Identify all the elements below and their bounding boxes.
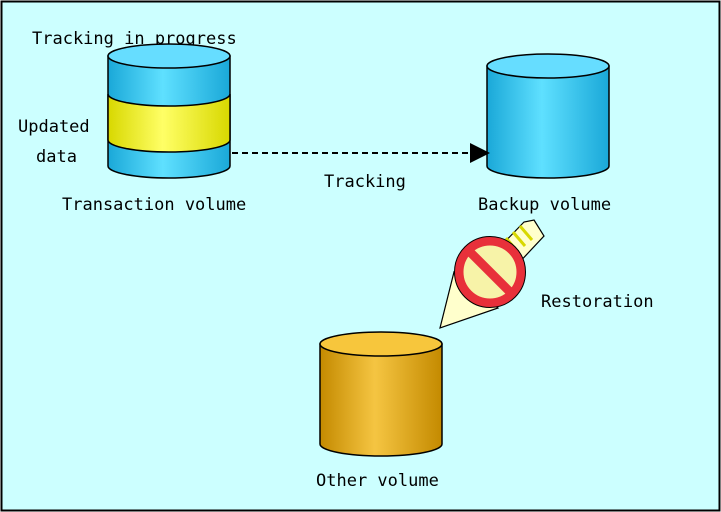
other-volume-cylinder (319, 331, 443, 457)
transaction-volume-label: Transaction volume (62, 195, 246, 215)
tracking-arrow (232, 143, 490, 163)
updated-data-label-line1: Updated (18, 117, 90, 137)
other-volume-label: Other volume (316, 471, 439, 491)
backup-volume-cylinder (486, 53, 610, 179)
backup-volume-label: Backup volume (478, 195, 611, 215)
restoration-label: Restoration (541, 292, 654, 312)
updated-data-band (107, 93, 231, 153)
transaction-volume-cylinder (107, 43, 231, 179)
tracking-label: Tracking (324, 172, 406, 192)
updated-data-label-line2: data (36, 147, 77, 167)
prohibited-icon (454, 236, 526, 308)
